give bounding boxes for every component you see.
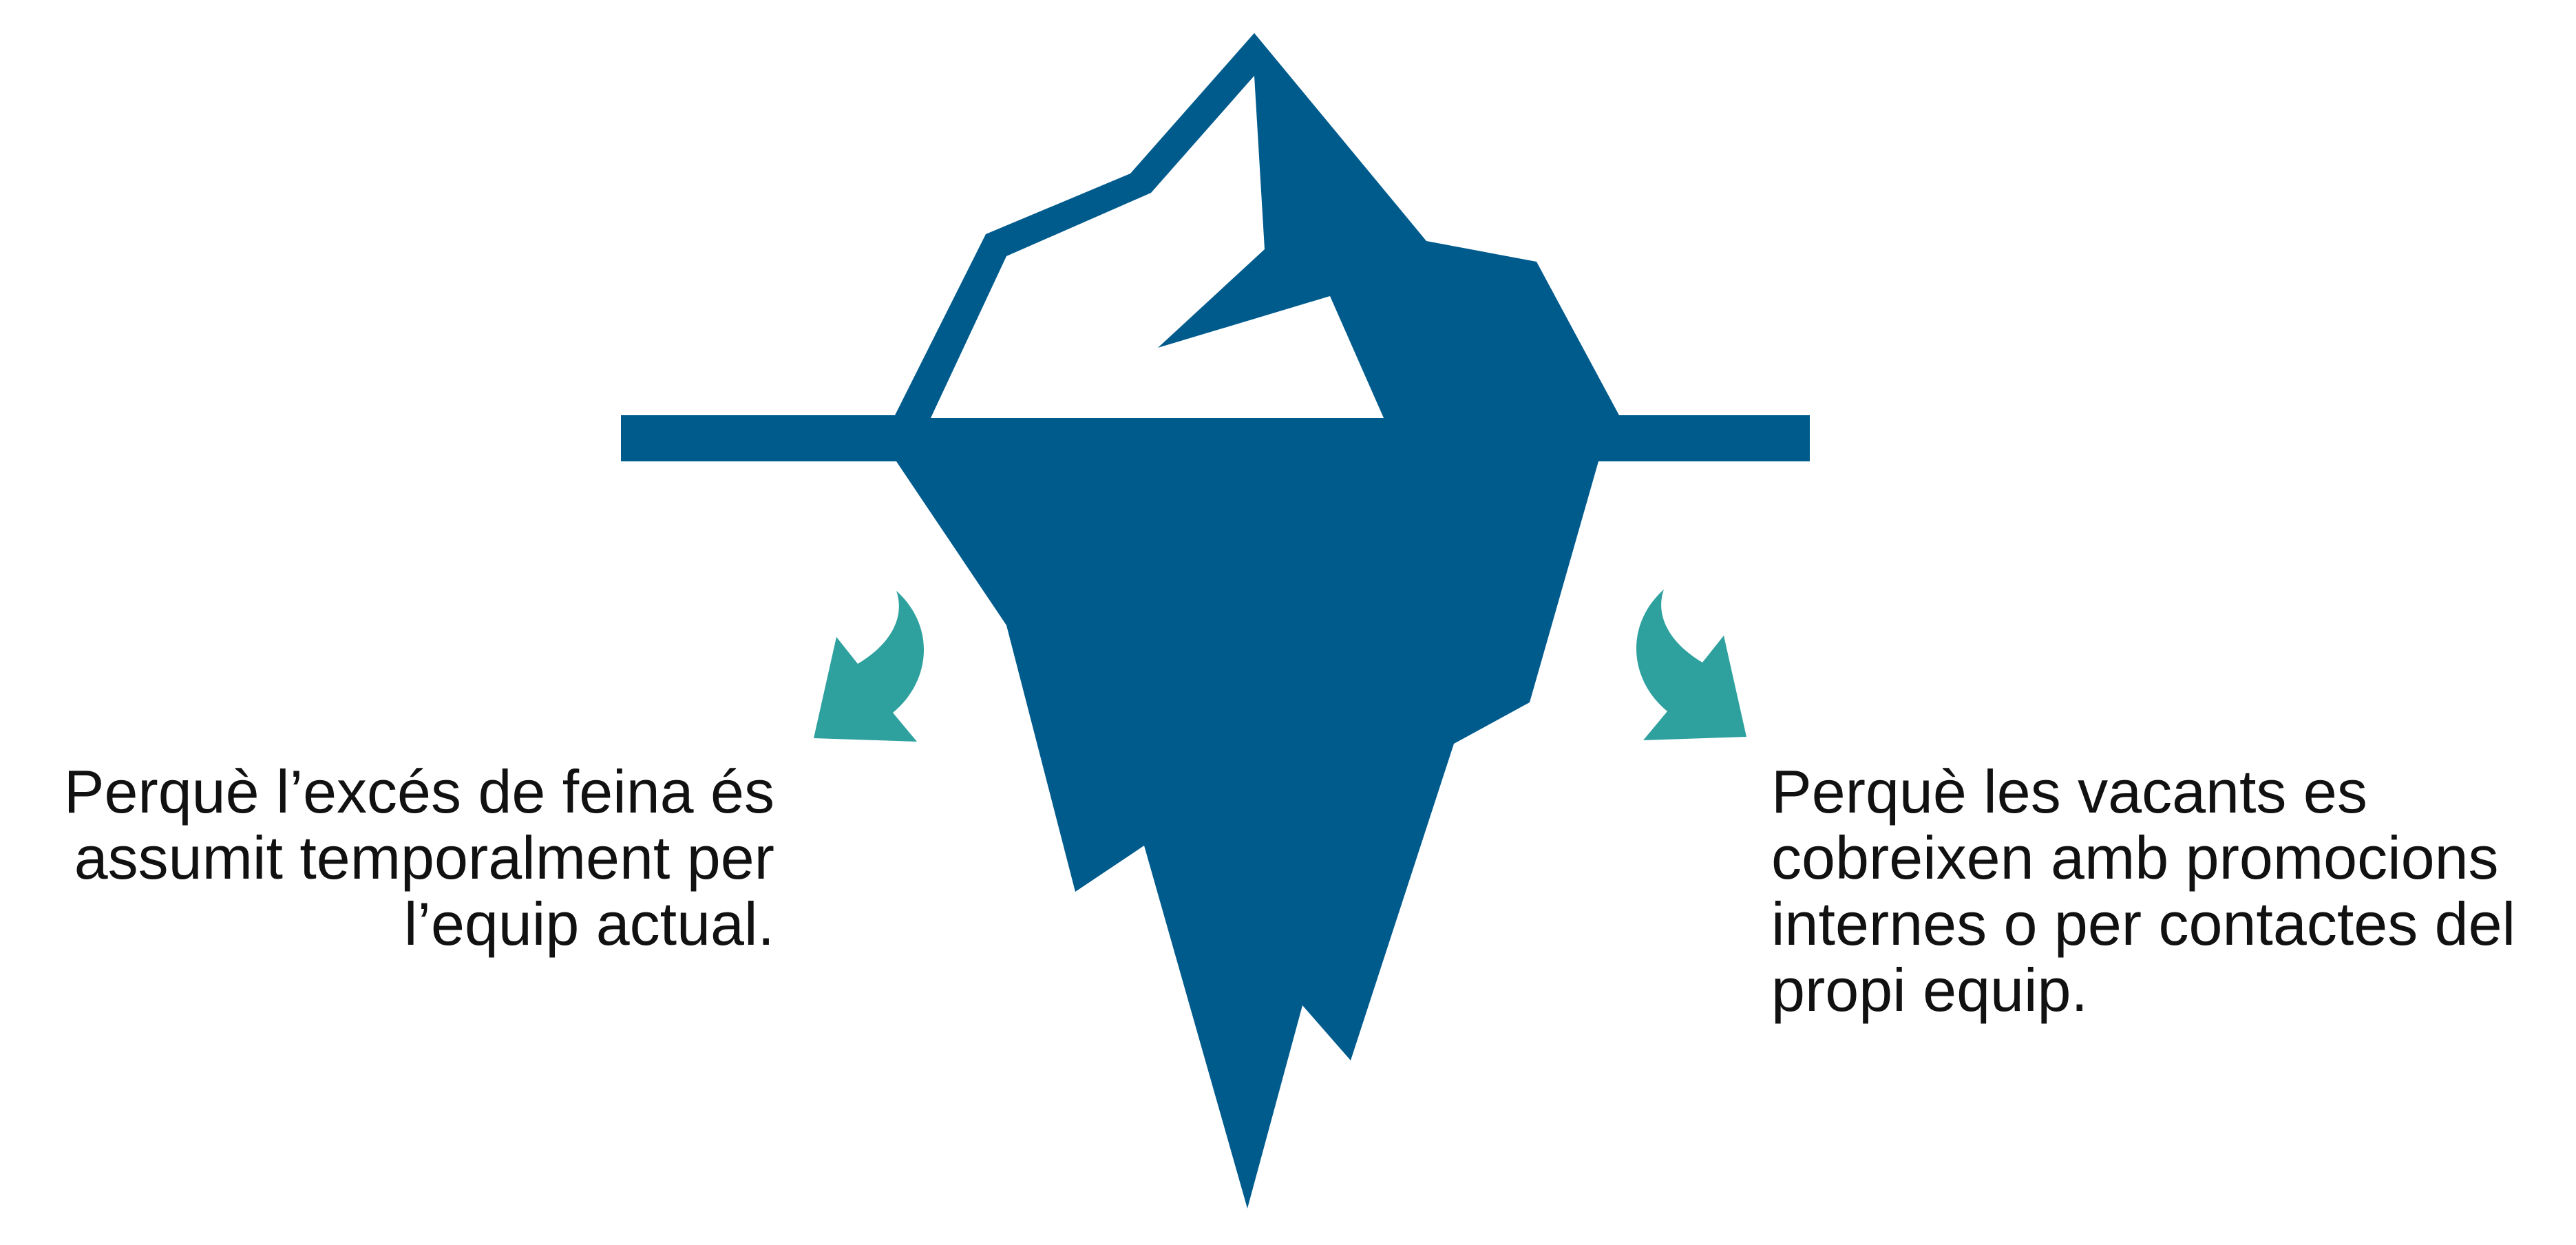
left-caption-line: assumit temporalment per <box>74 824 774 892</box>
iceberg-peak-highlight <box>931 76 1384 418</box>
right-caption-line: internes o per contactes del <box>1771 890 2516 958</box>
left-caption-line: Perquè l’excés de feina és <box>63 757 774 826</box>
iceberg-underwater-body <box>896 461 1598 1209</box>
right-caption-line: Perquè les vacants es <box>1771 757 2367 826</box>
right-caption-line: cobreixen amb promocions <box>1771 824 2499 892</box>
left-caption-line: l’equip actual. <box>403 890 774 958</box>
left-caption: Perquè l’excés de feina és assumit tempo… <box>64 759 774 957</box>
waterline <box>621 415 1810 461</box>
right-caption-line: propi equip. <box>1771 956 2088 1024</box>
left-curved-arrow-icon <box>814 591 925 742</box>
right-curved-arrow-icon <box>1636 589 1746 740</box>
right-caption: Perquè les vacants es cobreixen amb prom… <box>1771 759 2515 1023</box>
